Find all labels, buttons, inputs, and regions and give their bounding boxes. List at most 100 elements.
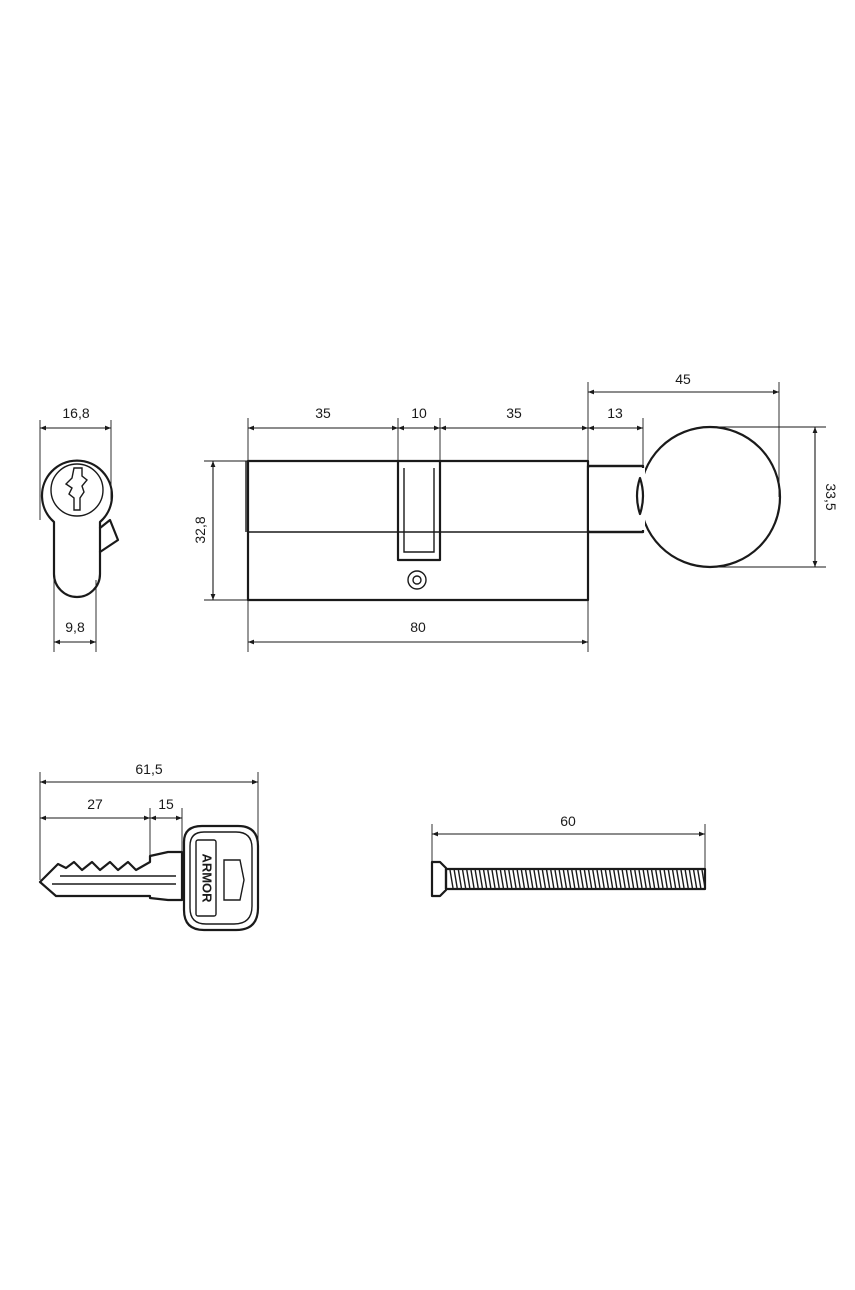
- screw-thread-line: [449, 869, 454, 889]
- screw-thread-line: [554, 869, 559, 889]
- screw-thread-line: [697, 869, 702, 889]
- screw-thread-line: [491, 869, 496, 889]
- key-head-inner: [189, 831, 253, 925]
- screw-thread-line: [608, 869, 614, 889]
- total-length-label: 80: [410, 619, 426, 635]
- screw-thread-line: [659, 869, 664, 889]
- cam-tab: [98, 518, 120, 554]
- screw-thread-line: [663, 869, 668, 889]
- screw-thread-line: [558, 869, 563, 889]
- key-blade-label: 27: [87, 796, 103, 812]
- key-head-window: [223, 859, 245, 901]
- screw-thread-line: [642, 869, 647, 889]
- front-view: 16,8 9,8: [39, 405, 120, 652]
- front-width-label: 16,8: [62, 405, 89, 421]
- screw-thread-line: [613, 869, 618, 889]
- key-view: ARMOR 61,5 27 15: [38, 761, 260, 932]
- key-blade: [38, 850, 184, 902]
- screw-thread-line: [676, 869, 681, 889]
- right-length-label: 35: [506, 405, 522, 421]
- screw-thread-line: [495, 869, 500, 889]
- knob-offset-label: 13: [607, 405, 623, 421]
- screw-thread-line: [457, 869, 463, 889]
- screw-length-label: 60: [560, 813, 576, 829]
- key-head: [182, 824, 260, 932]
- key-shoulder-label: 15: [158, 796, 174, 812]
- cylinder-profile-outline: [40, 459, 114, 599]
- key-brand-badge: [195, 839, 217, 917]
- screw-threads: [449, 869, 706, 889]
- screw-thread-line: [541, 869, 547, 889]
- screw-thread-line: [617, 869, 622, 889]
- screw-thread-line: [596, 869, 601, 889]
- knob-indicator: [635, 476, 645, 516]
- cylinder-body: [246, 459, 590, 602]
- screw-thread-line: [545, 869, 551, 889]
- knob: [638, 425, 782, 569]
- screw-thread-line: [487, 869, 492, 889]
- screw-thread-line: [499, 869, 505, 889]
- screw-thread-line: [466, 869, 471, 889]
- screw-thread-line: [684, 869, 689, 889]
- knob-length-label: 45: [675, 371, 691, 387]
- screw-thread-line: [512, 869, 517, 889]
- screw-thread-line: [550, 869, 555, 889]
- screw-thread-line: [629, 869, 635, 889]
- fixing-hole-outer: [407, 570, 427, 590]
- screw-thread-line: [571, 869, 576, 889]
- screw-view: 60: [430, 813, 707, 898]
- screw-thread-line: [701, 869, 706, 889]
- screw-thread-line: [604, 869, 610, 889]
- screw-thread-line: [529, 869, 534, 889]
- screw-thread-line: [592, 869, 597, 889]
- screw-thread-line: [667, 869, 673, 889]
- screw-thread-line: [474, 869, 479, 889]
- screw-thread-line: [478, 869, 484, 889]
- height-label: 32,8: [192, 516, 208, 543]
- screw-thread-line: [520, 869, 526, 889]
- screw-thread-line: [562, 869, 568, 889]
- knob-mask: [589, 468, 645, 530]
- screw-thread-line: [579, 869, 584, 889]
- screw-thread-line: [533, 869, 538, 889]
- screw-thread-line: [566, 869, 572, 889]
- left-length-label: 35: [315, 405, 331, 421]
- screw-shank: [444, 867, 707, 891]
- screw-thread-line: [638, 869, 643, 889]
- screw-thread-line: [508, 869, 513, 889]
- front-bottom-width-label: 9,8: [65, 619, 85, 635]
- screw-thread-line: [680, 869, 685, 889]
- plug-circle: [50, 463, 104, 517]
- side-view: 35 10 35 13 45 32,8 33,5 80: [192, 371, 839, 652]
- screw-thread-line: [524, 869, 530, 889]
- key-brand-label: ARMOR: [200, 853, 215, 903]
- screw-thread-line: [650, 869, 656, 889]
- key-total-label: 61,5: [135, 761, 162, 777]
- screw-thread-line: [537, 869, 542, 889]
- screw-thread-line: [621, 869, 626, 889]
- screw-thread-line: [625, 869, 631, 889]
- cam-slot: [396, 459, 442, 562]
- screw-thread-line: [583, 869, 589, 889]
- screw-thread-line: [634, 869, 639, 889]
- screw-thread-line: [655, 869, 660, 889]
- screw-thread-line: [688, 869, 694, 889]
- screw-thread-line: [470, 869, 475, 889]
- screw-head: [430, 860, 448, 898]
- screw-thread-line: [646, 869, 652, 889]
- cam-slot-inner: [403, 468, 435, 553]
- screw-thread-line: [600, 869, 605, 889]
- screw-thread-line: [453, 869, 458, 889]
- screw-thread-line: [482, 869, 488, 889]
- fixing-hole-inner: [412, 575, 422, 585]
- screw-thread-line: [575, 869, 580, 889]
- screw-thread-line: [692, 869, 698, 889]
- keyway: [64, 467, 88, 511]
- cam-width-label: 10: [411, 405, 427, 421]
- screw-thread-line: [461, 869, 467, 889]
- screw-thread-line: [503, 869, 509, 889]
- screw-thread-line: [516, 869, 521, 889]
- screw-thread-line: [671, 869, 677, 889]
- knob-diameter-label: 33,5: [823, 483, 839, 510]
